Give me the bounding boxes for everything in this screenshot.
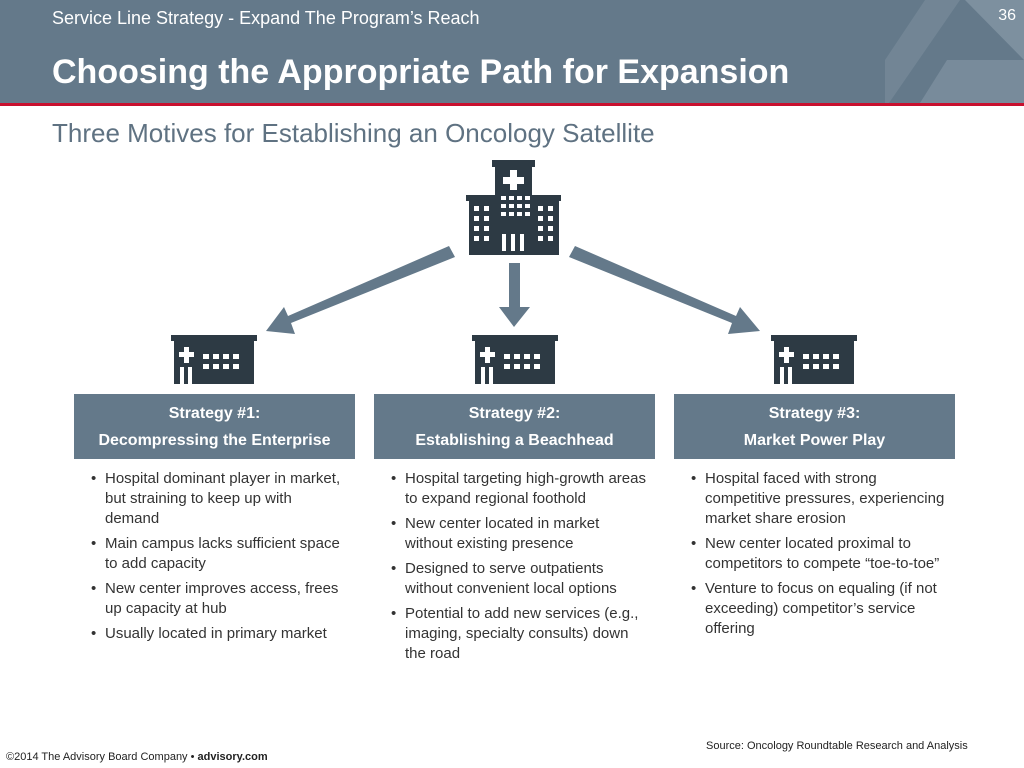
hospital-building-icon: [466, 160, 561, 255]
list-item: Hospital faced with strong competitive p…: [686, 469, 948, 529]
arrow-left: [266, 246, 455, 334]
list-item: Venture to focus on equaling (if not exc…: [686, 579, 948, 639]
list-item: New center improves access, frees up cap…: [86, 579, 348, 619]
copyright-footer: ©2014 The Advisory Board Company • advis…: [6, 751, 268, 763]
strategy-1-bullets: Hospital dominant player in market, but …: [86, 469, 348, 649]
arrow-down: [499, 263, 530, 327]
section-heading: Three Motives for Establishing an Oncolo…: [52, 118, 655, 148]
header-subtitle: Service Line Strategy - Expand The Progr…: [52, 8, 480, 28]
list-item: Designed to serve outpatients without co…: [386, 559, 648, 599]
list-item: Hospital dominant player in market, but …: [86, 469, 348, 529]
arrow-right: [569, 246, 760, 334]
strategy-2-box: Strategy #2: Establishing a Beachhead: [374, 394, 655, 459]
list-item: Usually located in primary market: [86, 624, 348, 644]
list-item: New center located in market without exi…: [386, 514, 648, 554]
strategy-1-box: Strategy #1: Decompressing the Enterpris…: [74, 394, 355, 459]
strategy-2-bullets: Hospital targeting high-growth areas to …: [386, 469, 648, 669]
source-note: Source: Oncology Roundtable Research and…: [706, 740, 968, 752]
strategy-2-number: Strategy #2:: [468, 405, 561, 422]
header-accent-rule: [0, 103, 1024, 106]
list-item: Potential to add new services (e.g., ima…: [386, 604, 648, 664]
strategy-1-name: Decompressing the Enterprise: [98, 432, 331, 449]
list-item: Main campus lacks sufficient space to ad…: [86, 534, 348, 574]
strategy-2-name: Establishing a Beachhead: [415, 432, 614, 449]
logo-mark: [885, 0, 1024, 103]
strategy-3-box: Strategy #3: Market Power Play: [674, 394, 955, 459]
page-number: 36: [998, 7, 1016, 24]
satellite-clinic-icon: [472, 335, 558, 384]
strategy-1-number: Strategy #1:: [168, 405, 261, 422]
header-band: Service Line Strategy - Expand The Progr…: [0, 0, 1024, 103]
list-item: New center located proximal to competito…: [686, 534, 948, 574]
strategy-3-bullets: Hospital faced with strong competitive p…: [686, 469, 948, 644]
strategy-3-name: Market Power Play: [743, 432, 886, 449]
page-title: Choosing the Appropriate Path for Expans…: [52, 53, 790, 91]
copyright-site-link[interactable]: advisory.com: [197, 751, 268, 763]
list-item: Hospital targeting high-growth areas to …: [386, 469, 648, 509]
strategy-3-number: Strategy #3:: [768, 405, 861, 422]
copyright-text: ©2014 The Advisory Board Company •: [6, 751, 198, 763]
satellite-clinic-icon: [171, 335, 257, 384]
satellite-clinic-icon: [771, 335, 857, 384]
